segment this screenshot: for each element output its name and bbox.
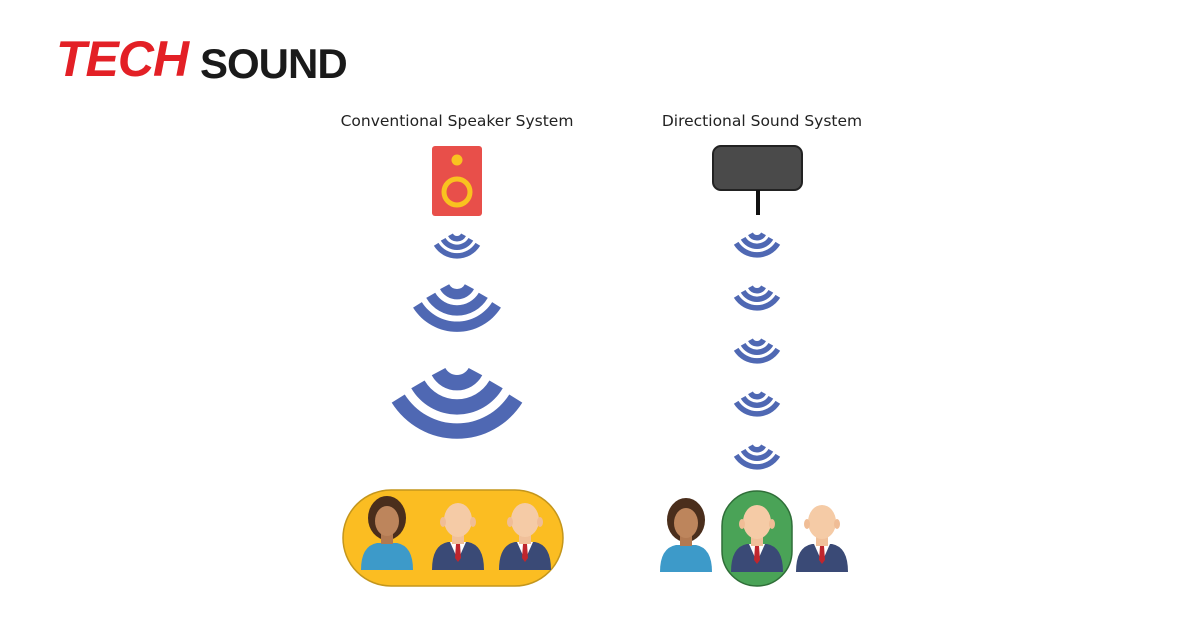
wave-arc [426,292,488,316]
wave-arc [748,285,766,294]
wave-arc [433,242,481,259]
wave-arc [733,453,781,470]
directional-emitter-icon [712,145,803,215]
wave-arc [740,342,774,356]
wave-arc [411,380,503,415]
person-man-icon [796,505,848,572]
wave-arc [448,233,466,242]
directional-sound-beam [733,232,781,470]
wave-arc [733,241,781,258]
directional-system-title: Directional Sound System [661,112,863,130]
wave-arc-group [391,367,523,439]
conventional-speaker-icon [432,146,482,216]
wave-arc-group [733,285,781,311]
wave-arc-group [733,444,781,470]
wave-arc [740,289,774,303]
wave-arc [748,391,766,400]
wave-arc [740,448,774,462]
wave-arc [431,367,483,391]
wave-arc [733,400,781,417]
person-woman-icon [660,498,712,572]
wave-arc [733,347,781,364]
wave-arc [740,395,774,409]
wave-arc [440,237,474,251]
logo-sound-text: SOUND [200,40,347,84]
wave-arc-group [433,233,481,259]
wave-arc [413,302,501,332]
wave-arc [391,394,523,439]
wave-arc-group [733,232,781,258]
wave-arc [733,294,781,311]
techsound-logo: TECH SOUND [56,31,348,84]
wave-arc-group [413,284,501,332]
logo-tech-text: TECH [56,31,190,84]
conventional-sound-waves [391,233,523,439]
wave-arc-group [733,391,781,417]
wave-arc [748,232,766,241]
wave-arc [748,444,766,453]
wave-arc-group [733,338,781,364]
conventional-system-title: Conventional Speaker System [340,112,574,130]
wave-arc [440,284,474,300]
wave-arc [748,338,766,347]
wave-arc [740,236,774,250]
